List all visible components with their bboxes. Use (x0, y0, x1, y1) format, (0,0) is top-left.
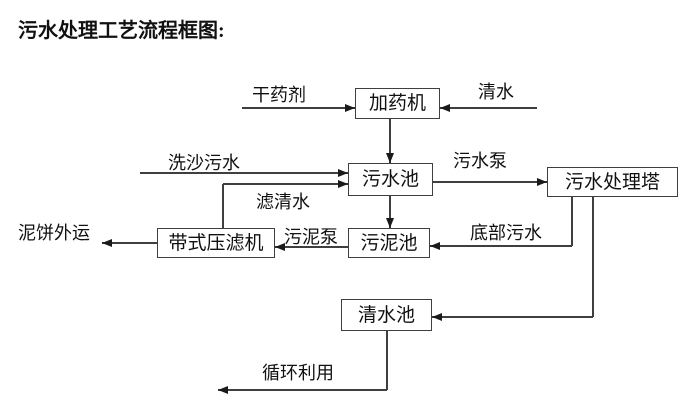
node-belt-filter-press: 带式压滤机 (157, 228, 275, 258)
label-sewage-pump: 污水泵 (453, 151, 507, 171)
node-clear-water-pool: 清水池 (341, 299, 432, 331)
arrowhead-left-icon (102, 238, 112, 247)
arrowhead-right-icon (338, 179, 348, 188)
label-filtered-water: 滤清水 (256, 192, 310, 212)
flow-line (386, 331, 388, 390)
flow-line (218, 389, 387, 391)
page-title: 污水处理工艺流程框图: (18, 20, 225, 42)
arrowhead-down-icon (385, 218, 394, 228)
node-dosing-machine: 加药机 (355, 88, 440, 119)
label-sludge-pump: 污泥泵 (284, 227, 338, 247)
label-mud-cake-out: 泥饼外运 (18, 223, 90, 243)
node-sewage-treatment-tower: 污水处理塔 (547, 167, 678, 197)
flow-line (140, 172, 348, 174)
flow-line (389, 119, 391, 163)
flow-line (275, 246, 348, 248)
flow-line (222, 184, 224, 228)
label-recycle-use: 循环利用 (262, 363, 334, 383)
arrowhead-down-icon (385, 153, 394, 163)
flow-line (242, 107, 355, 109)
node-sludge-pool: 污泥池 (348, 228, 430, 258)
label-dry-chemical: 干药剂 (252, 85, 306, 105)
flow-line (389, 196, 391, 228)
label-clear-water: 清水 (478, 82, 514, 102)
arrowhead-right-icon (338, 168, 348, 177)
arrowhead-left-icon (430, 241, 440, 250)
arrowhead-left-icon (432, 312, 442, 321)
arrowhead-left-icon (275, 242, 285, 251)
flow-line (102, 242, 157, 244)
node-sewage-pool: 污水池 (348, 163, 433, 196)
flow-line (440, 107, 537, 109)
flow-line (433, 181, 547, 183)
flow-line (592, 197, 594, 317)
arrowhead-left-icon (218, 385, 228, 394)
arrowhead-left-icon (440, 103, 450, 112)
label-sand-washing-sewage: 洗沙污水 (168, 153, 240, 173)
label-bottom-sewage: 底部污水 (470, 223, 542, 243)
flow-line (223, 183, 348, 185)
flow-line (430, 245, 572, 247)
arrowhead-right-icon (345, 103, 355, 112)
flow-line (571, 197, 573, 246)
flow-line (432, 316, 593, 318)
arrowhead-right-icon (537, 177, 547, 186)
